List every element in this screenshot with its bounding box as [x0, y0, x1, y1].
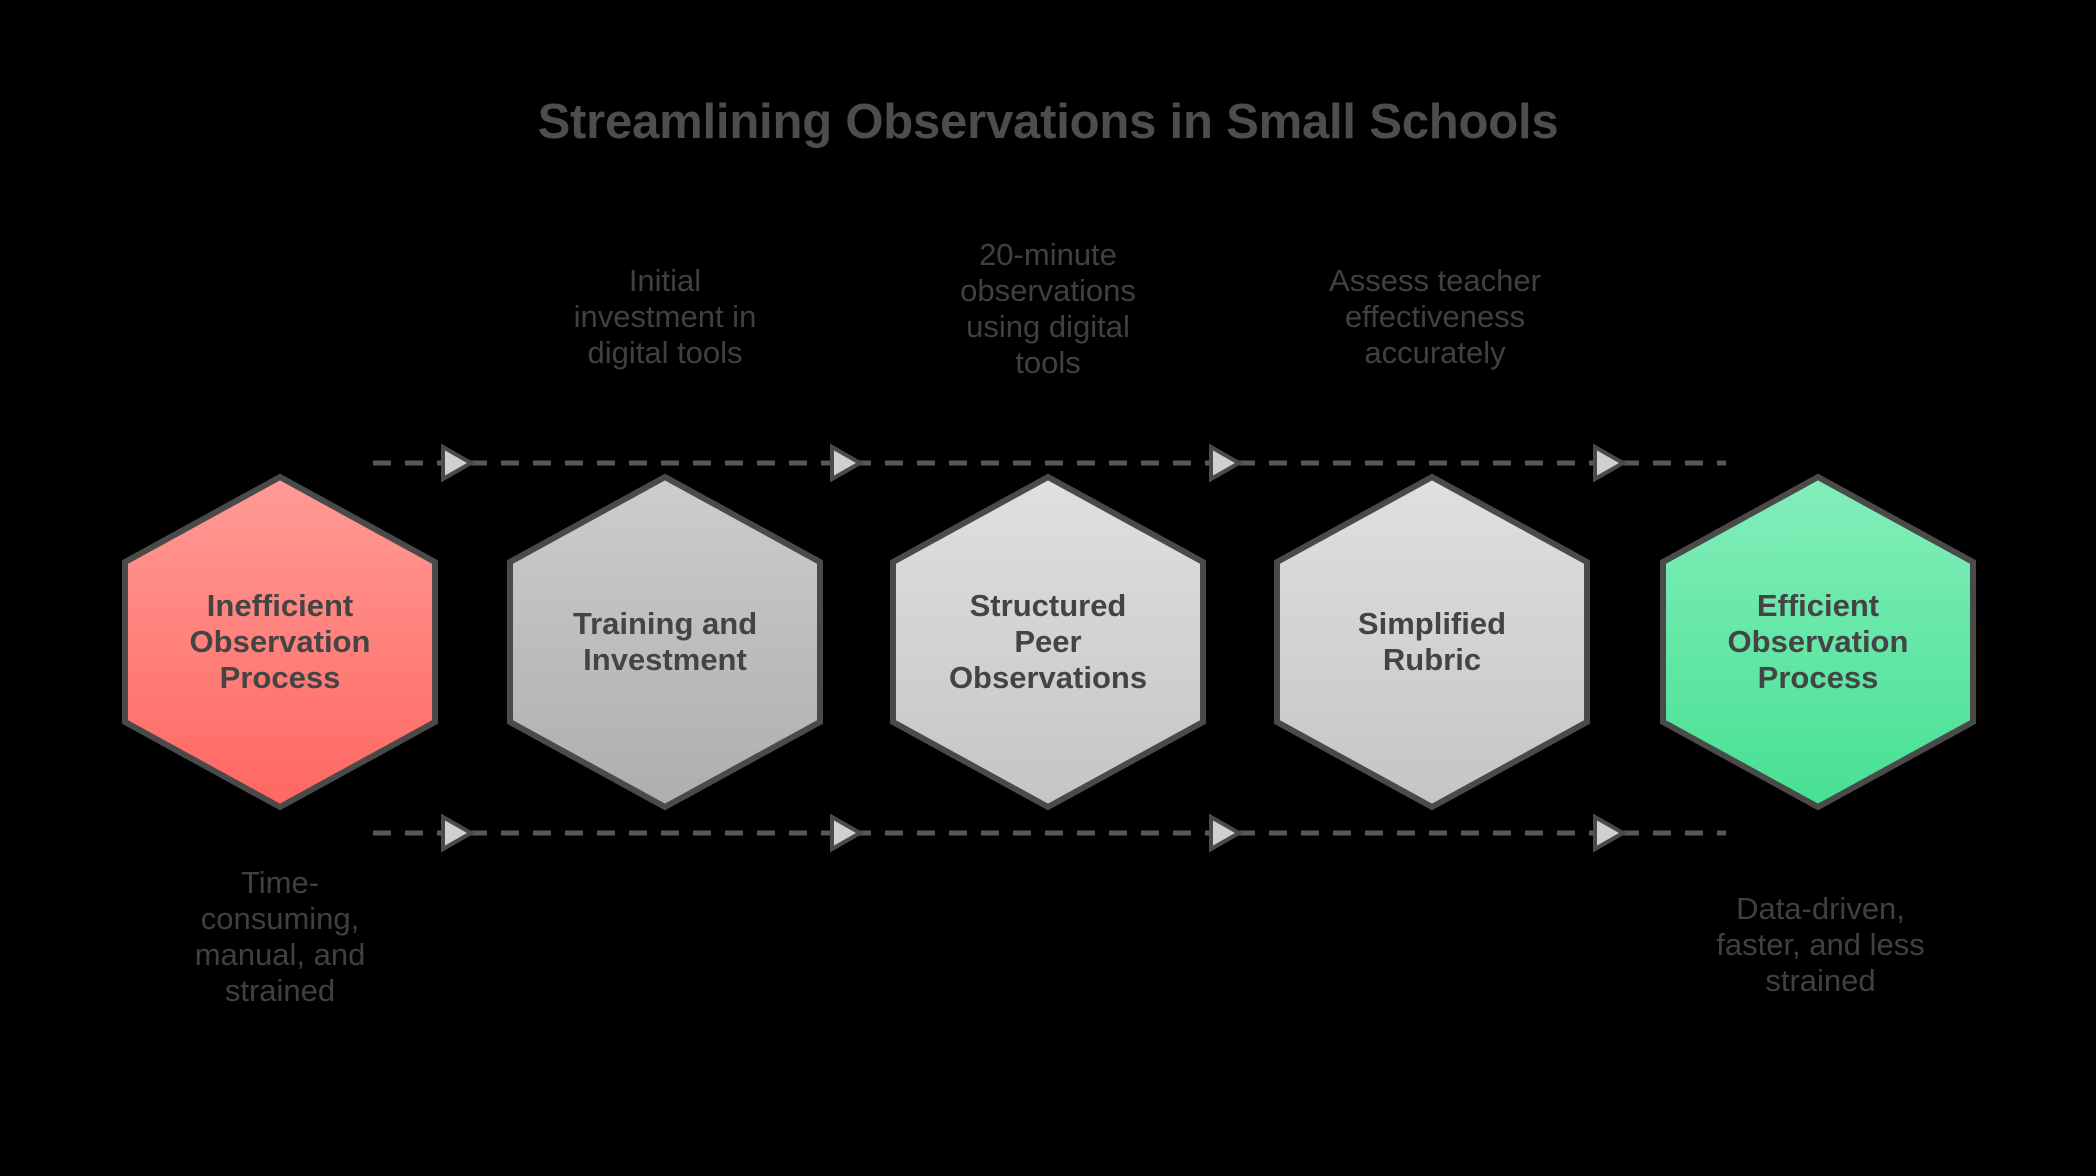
arrowhead-bottom-3	[1209, 813, 1244, 853]
arrowhead-top-1	[441, 443, 476, 483]
hexagon-shape-3	[890, 473, 1206, 811]
node-label: Inefficient Observation Process	[189, 588, 371, 695]
arrowhead-bottom-4	[1593, 813, 1628, 853]
caption-initial-investment: Initial investment in digital tools	[573, 263, 757, 370]
arrowhead-bottom-2	[830, 813, 865, 853]
hexagon-shape-2	[507, 473, 823, 811]
caption-data-driven: Data-driven, faster, and less strained	[1716, 891, 1925, 998]
arrowhead-top-2	[830, 443, 865, 483]
caption-assess-teacher-effectiveness: Assess teacher effectiveness accurately	[1329, 263, 1541, 370]
hexagon-shape-4	[1274, 473, 1590, 811]
caption-twenty-minute-observations: 20-minute observations using digital too…	[960, 237, 1136, 380]
hexagon-shape-1	[122, 473, 438, 811]
node-simplified-rubric[interactable]: Simplified Rubric	[1272, 472, 1592, 812]
arrowhead-top-3	[1209, 443, 1244, 483]
page-title: Streamlining Observations in Small Schoo…	[537, 95, 1559, 149]
caption-time-consuming: Time- consuming, manual, and strained	[194, 865, 366, 1008]
arrowhead-top-4	[1593, 443, 1628, 483]
node-label: Simplified Rubric	[1357, 606, 1507, 677]
bottom-flow-line	[373, 813, 1726, 853]
node-inefficient-observation-process[interactable]: Inefficient Observation Process	[120, 472, 440, 812]
node-label: Structured Peer Observations	[948, 588, 1148, 695]
node-training-and-investment[interactable]: Training and Investment	[505, 472, 825, 812]
node-label: Efficient Observation Process	[1727, 588, 1909, 695]
arrowhead-bottom-1	[441, 813, 476, 853]
node-label: Training and Investment	[572, 606, 758, 677]
node-structured-peer-observations[interactable]: Structured Peer Observations	[888, 472, 1208, 812]
node-efficient-observation-process[interactable]: Efficient Observation Process	[1658, 472, 1978, 812]
hexagon-shape-5	[1660, 473, 1976, 811]
